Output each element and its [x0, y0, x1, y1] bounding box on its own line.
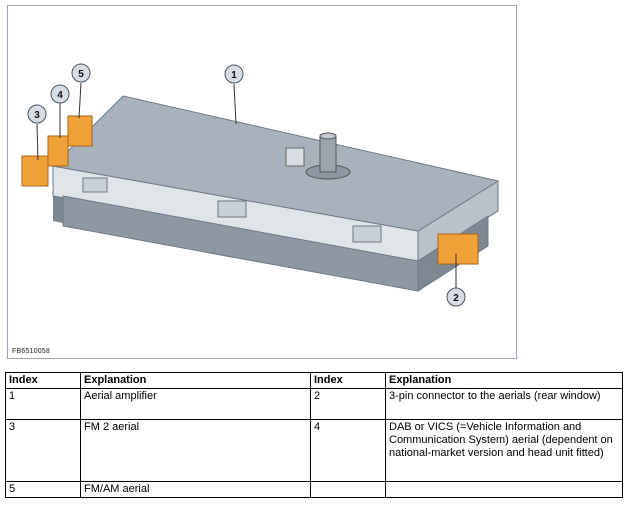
explanation-cell: DAB or VICS (=Vehicle Information and Co… — [385, 419, 623, 482]
table-row: 5 FM/AM aerial — [5, 481, 623, 498]
leader-line — [78, 82, 82, 119]
connector-4 — [47, 135, 69, 167]
index-cell: 2 — [310, 388, 386, 420]
leader-line — [233, 83, 237, 125]
index-cell: 1 — [5, 388, 81, 420]
legend-table: Index Explanation Index Explanation 1 Ae… — [5, 372, 623, 498]
explanation-cell: FM/AM aerial — [80, 481, 311, 498]
explanation-cell: Aerial amplifier — [80, 388, 311, 420]
callout-1: 1 — [224, 64, 244, 84]
index-cell: 3 — [5, 419, 81, 482]
callout-3: 3 — [27, 104, 47, 124]
clip — [217, 200, 247, 218]
locating-lug — [285, 147, 305, 167]
post-top — [319, 132, 337, 140]
component-figure: 1 2 3 4 5 FB6510058 — [7, 5, 517, 359]
header-index: Index — [310, 372, 386, 389]
clip — [352, 225, 382, 243]
callout-2: 2 — [446, 287, 466, 307]
index-cell: 4 — [310, 419, 386, 482]
antenna-post — [319, 135, 337, 173]
svg-text:5: 5 — [78, 69, 84, 80]
svg-text:4: 4 — [57, 90, 63, 101]
svg-text:2: 2 — [453, 293, 459, 304]
svg-text:1: 1 — [231, 70, 237, 81]
index-cell: 5 — [5, 481, 81, 498]
callout-4: 4 — [50, 84, 70, 104]
svg-text:3: 3 — [34, 110, 40, 121]
aerial-amplifier-illustration: 1 2 3 4 5 — [21, 63, 500, 307]
table-row: 1 Aerial amplifier 2 3-pin connector to … — [5, 388, 623, 420]
header-explanation: Explanation — [385, 372, 623, 389]
explanation-cell — [385, 481, 623, 498]
connector-5 — [67, 115, 93, 147]
explanation-cell: FM 2 aerial — [80, 419, 311, 482]
connector-3 — [21, 155, 49, 187]
legend-header-row: Index Explanation Index Explanation — [5, 372, 623, 389]
figure-code: FB6510058 — [12, 348, 50, 355]
index-cell — [310, 481, 386, 498]
table-row: 3 FM 2 aerial 4 DAB or VICS (=Vehicle In… — [5, 419, 623, 482]
housing-top — [51, 95, 500, 232]
explanation-cell: 3-pin connector to the aerials (rear win… — [385, 388, 623, 420]
callout-5: 5 — [71, 63, 91, 83]
header-explanation: Explanation — [80, 372, 311, 389]
clip — [82, 177, 108, 193]
leader-line — [36, 123, 39, 161]
header-index: Index — [5, 372, 81, 389]
connector-2 — [437, 233, 479, 265]
